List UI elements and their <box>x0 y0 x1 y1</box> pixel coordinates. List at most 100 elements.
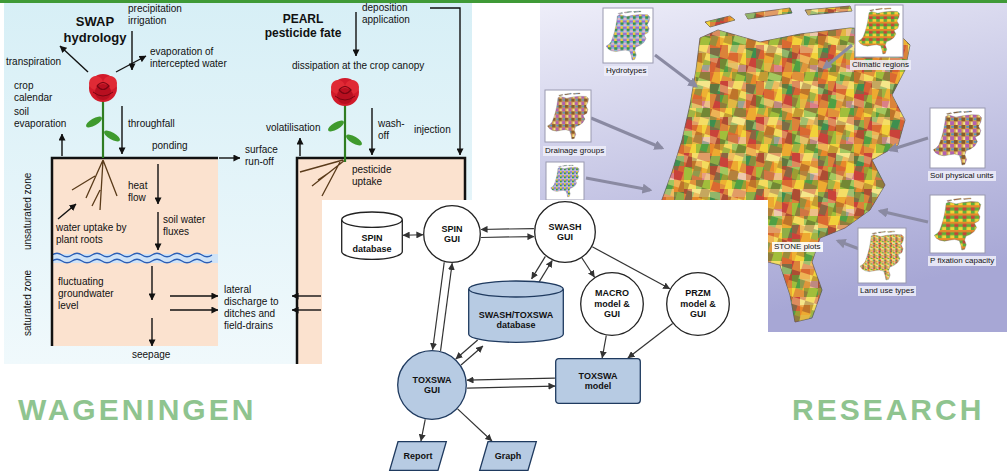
map-label: Climatic regions <box>850 60 911 70</box>
inset-map <box>545 90 591 142</box>
label-slot: water uptake by plant roots <box>56 222 130 246</box>
inset-map <box>546 162 584 200</box>
inset-map <box>606 11 650 60</box>
label-slot: heat flow <box>128 180 154 204</box>
map-label: Soil physical units <box>928 171 996 181</box>
connector <box>582 258 595 277</box>
connector <box>628 324 673 358</box>
label-slot: lateral discharge to ditches and field-d… <box>224 284 288 332</box>
illustration-label: fluctuating groundwater level <box>58 276 124 312</box>
inset-map <box>858 228 906 283</box>
watermark: RESEARCH <box>792 392 984 428</box>
database-cylinder: SPIN database <box>341 212 403 260</box>
illustration-label: injection <box>414 124 451 136</box>
zone-label: unsaturated zone <box>22 173 34 250</box>
gui-circle: TOXSWA GUI <box>397 350 467 420</box>
flux-arrows <box>61 134 62 156</box>
flux-arrows <box>116 56 146 72</box>
node-text-block: Graph <box>495 451 522 461</box>
label-slot: pesticide uptake <box>352 164 404 188</box>
node-circle <box>398 351 467 420</box>
inset-map <box>859 8 900 54</box>
model-title: PEARL pesticide fate <box>258 12 348 41</box>
flux-arrows <box>60 46 88 72</box>
connector <box>421 419 425 441</box>
inset-arrows <box>586 178 650 190</box>
illustration-label: throughfall <box>128 118 175 130</box>
label-slot: transpiration <box>6 56 61 68</box>
illustration-label: precipitation irrigation <box>128 3 208 27</box>
label-slot: ponding <box>152 140 188 152</box>
cylinder-body <box>469 281 564 342</box>
illustration-label: water uptake by plant roots <box>56 222 130 246</box>
inset-map <box>855 5 903 57</box>
node-label: SPIN database <box>347 233 397 254</box>
inset-arrows <box>880 211 928 222</box>
flux-arrows <box>355 12 356 56</box>
flux-arrows <box>151 266 152 300</box>
illustration-label: transpiration <box>6 56 61 68</box>
illustration-label: wash-off <box>378 118 408 142</box>
node-label: SWASH GUI <box>543 222 587 243</box>
label-slot: deposition application <box>362 2 428 26</box>
illustration-label: ponding <box>152 140 188 152</box>
gui-circle: SWASH GUI <box>534 201 596 263</box>
inset-map <box>933 111 981 165</box>
flux-arrows <box>157 212 158 250</box>
top-rule <box>0 0 1007 3</box>
flux-arrows <box>292 309 321 310</box>
node-text-block: Report <box>404 451 433 461</box>
inset-map <box>551 165 579 197</box>
node-circle <box>424 206 481 263</box>
node-label: MACRO model & GUI <box>589 288 635 319</box>
inset-map <box>930 195 985 253</box>
flux-arrows <box>58 204 76 219</box>
node-circle <box>581 273 644 336</box>
label-slot: saturated zone <box>22 270 34 336</box>
node-text-block: TOXSWA GUI <box>407 375 457 396</box>
label-slot: surface run-off <box>245 144 289 168</box>
database-cylinder: SWASH/TOXSWA database <box>468 281 564 343</box>
map-label: Hydrotypes <box>604 66 648 76</box>
label-slot: SWAP hydrology <box>62 14 128 45</box>
map-label: STONE plots <box>772 242 823 252</box>
plant-roots <box>72 160 117 210</box>
label-slot: RESEARCH <box>792 392 984 428</box>
map-label: P fixation capacity <box>928 256 996 266</box>
gui-circle: SPIN GUI <box>423 205 481 263</box>
flux-arrows <box>292 295 321 296</box>
soil-column <box>52 158 218 346</box>
flux-arrows <box>121 106 122 154</box>
inset-map <box>545 90 591 142</box>
label-slot: soil water fluxes <box>163 214 215 238</box>
illustration-label: surface run-off <box>245 144 289 168</box>
node-text-block: TOXSWA model <box>573 371 623 392</box>
illustration-label: deposition application <box>362 2 428 26</box>
zone-label: saturated zone <box>22 270 34 336</box>
map-label: Land use types <box>858 286 916 296</box>
cylinder-body <box>342 212 403 259</box>
rose-plant <box>84 74 121 158</box>
connector <box>467 378 555 380</box>
inset-arrows <box>890 138 928 150</box>
node-circle <box>535 202 596 263</box>
label-slot: evaporation of intercepted water <box>150 46 236 70</box>
flux-arrows <box>151 318 152 346</box>
label-slot: unsaturated zone <box>22 173 34 250</box>
model-circle: PRZM model & GUI <box>666 272 730 336</box>
label-slot: injection <box>414 124 451 136</box>
inset-map <box>930 195 985 253</box>
label-slot: fluctuating groundwater level <box>58 276 124 312</box>
plant-roots <box>300 160 345 196</box>
flux-arrows <box>157 164 158 204</box>
inset-map <box>934 198 980 250</box>
model-circle: MACRO model & GUI <box>580 272 644 336</box>
node-text-block: PRZM model & GUI <box>675 288 721 319</box>
flux-arrows <box>170 295 218 296</box>
cylinder-lid <box>469 289 564 297</box>
plant-roots <box>72 160 345 210</box>
node-circle <box>667 273 730 336</box>
node-label: TOXSWA model <box>573 371 623 392</box>
label-slot: volatilisation <box>266 122 320 134</box>
watermark: WAGENINGEN <box>18 392 256 428</box>
